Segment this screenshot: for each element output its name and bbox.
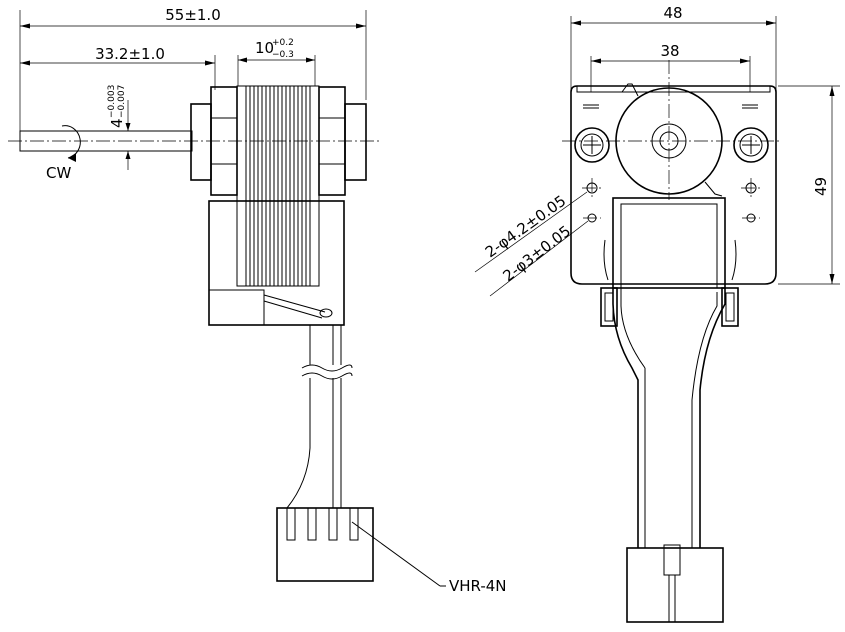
connector-vhr-4n: VHR-4N	[276, 507, 507, 595]
dim-width-outer: 48	[570, 4, 777, 90]
connector-front	[626, 544, 724, 623]
dim-coil-tol-upper: +0.2	[272, 38, 294, 48]
front-view: 48 38 49	[474, 4, 840, 623]
dim-coil-tol-lower: −0.3	[272, 50, 294, 60]
motor-shaft	[8, 130, 380, 152]
stator-body	[208, 200, 345, 326]
wire-clip-right	[721, 287, 739, 327]
coil-winding	[236, 85, 320, 287]
stator-bracket	[603, 197, 737, 289]
dim-shaft-length: 33.2±1.0	[20, 45, 216, 90]
lead-wires	[286, 325, 353, 509]
dim-shaft-diameter: 4 −0.003 −0.007	[107, 85, 131, 170]
dim-coil-width: 10 +0.2 −0.3	[237, 38, 316, 86]
mounting-screw-right	[733, 127, 769, 163]
dim-shaft-tol-lower: −0.007	[117, 85, 127, 118]
rotation-label: CW	[46, 164, 71, 182]
dim-width-inner: 38	[590, 42, 751, 92]
mounting-holes	[582, 178, 761, 223]
cable-arm	[612, 288, 726, 548]
rotation-indicator: CW	[46, 125, 81, 182]
connector-label: VHR-4N	[449, 577, 507, 595]
dim-coil-width-label: 10	[255, 39, 274, 57]
dim-overall-length: 55±1.0	[19, 6, 367, 140]
mounting-screw-left	[574, 127, 610, 163]
dim-shaft-length-label: 33.2±1.0	[95, 45, 165, 63]
dim-height-label: 49	[812, 177, 830, 196]
side-view: 55±1.0 33.2±1.0 10 +0.2 −0.3	[8, 6, 507, 595]
slot-marks	[583, 104, 758, 109]
dim-shaft-tol-upper: −0.003	[107, 85, 117, 118]
dim-overall-length-label: 55±1.0	[165, 6, 221, 24]
dim-height: 49	[778, 85, 840, 285]
dim-width-inner-label: 38	[660, 42, 679, 60]
dim-width-outer-label: 48	[663, 4, 682, 22]
dim-shaft-diameter-label: 4	[108, 118, 126, 128]
mounting-frame	[570, 85, 777, 285]
